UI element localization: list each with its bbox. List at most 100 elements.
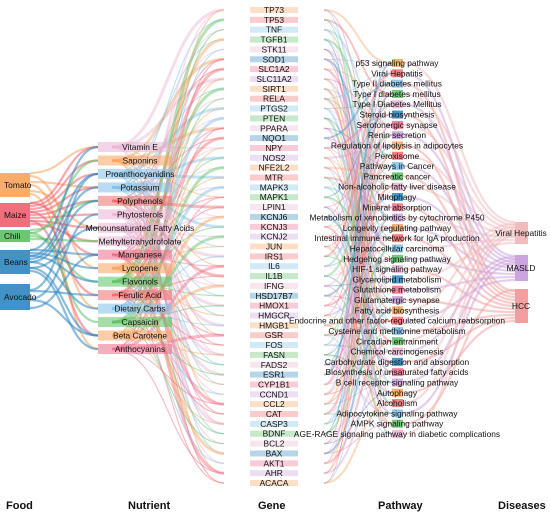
nutrient-label-manganese: Manganese xyxy=(118,250,162,260)
link-pathway-disease xyxy=(402,288,516,425)
link-food-nutrient xyxy=(29,253,99,310)
sankey-nodes xyxy=(0,7,528,486)
gene-node-hmgcr xyxy=(250,312,298,319)
nutrient-label-potassium: Potassium xyxy=(120,182,159,192)
gene-label-mapk1: MAPK1 xyxy=(260,192,289,202)
nutrient-node-dietary-carbs xyxy=(98,303,172,314)
nutrient-label-anthocyanins: Anthocyanins xyxy=(115,344,165,354)
link-gene-pathway xyxy=(323,68,393,250)
pathway-label-pancreatic-cancer: Pancreatic cancer xyxy=(363,171,430,181)
gene-label-tnf: TNF xyxy=(266,25,282,35)
link-gene-pathway xyxy=(323,340,393,465)
link-gene-pathway xyxy=(323,108,393,219)
link-gene-pathway xyxy=(323,177,393,322)
nutrient-node-polyphenols xyxy=(98,195,172,206)
pathway-node-adipocytokine-signaling-pathway xyxy=(392,409,403,418)
link-gene-pathway xyxy=(323,319,393,337)
link-gene-pathway xyxy=(323,78,393,394)
gene-label-bdnf: BDNF xyxy=(263,429,286,439)
link-gene-pathway xyxy=(323,147,393,342)
pathway-label-age-rage-signaling-pathway-in-diabetic-complications: AGE-RAGE signaling pathway in diabetic c… xyxy=(294,429,500,439)
link-gene-pathway xyxy=(323,123,393,396)
gene-label-il1b: IL1B xyxy=(265,271,283,281)
nutrient-node-proanthocyanidins xyxy=(98,168,172,179)
gene-node-ptgs2 xyxy=(250,105,298,112)
link-gene-pathway xyxy=(323,144,393,366)
gene-label-ahr: AHR xyxy=(265,468,283,478)
pathway-node-mitophagy xyxy=(392,192,403,201)
pathway-node-type-i-diabetes-mellitus xyxy=(392,100,403,109)
pathway-label-cysteine-and-methionine-metabolism: Cysteine and methionine metabolism xyxy=(328,326,465,336)
link-food-nutrient xyxy=(29,251,99,270)
link-nutrient-gene xyxy=(111,186,225,366)
nutrient-node-manganese xyxy=(98,249,172,260)
link-gene-pathway xyxy=(323,195,393,297)
link-gene-pathway xyxy=(323,82,393,140)
link-gene-pathway xyxy=(323,72,393,464)
pathway-label-metabolism-of-xenobiotics-by-cytochrome-p450: Metabolism of xenobiotics by cytochrome … xyxy=(309,213,484,223)
gene-label-cat: CAT xyxy=(266,409,282,419)
gene-node-slc11a2 xyxy=(250,75,298,82)
link-gene-pathway xyxy=(323,154,393,406)
link-gene-pathway xyxy=(323,93,393,228)
link-gene-pathway xyxy=(323,39,393,383)
link-gene-pathway xyxy=(323,48,393,188)
gene-node-irs1 xyxy=(250,253,298,260)
link-gene-pathway xyxy=(323,62,393,425)
link-gene-pathway xyxy=(323,361,393,435)
link-gene-pathway xyxy=(323,237,393,395)
link-nutrient-gene xyxy=(111,159,225,336)
pathway-node-autophagy xyxy=(392,388,403,397)
gene-label-pten: PTEN xyxy=(263,113,285,123)
link-gene-pathway xyxy=(323,127,393,167)
link-gene-pathway xyxy=(323,206,393,385)
food-label-chili: Chili xyxy=(4,231,20,241)
link-gene-pathway xyxy=(323,114,393,198)
gene-node-gsr xyxy=(250,332,298,339)
link-gene-pathway xyxy=(323,247,393,435)
link-gene-pathway xyxy=(323,216,393,425)
link-pathway-disease xyxy=(402,206,516,305)
link-nutrient-gene xyxy=(111,157,225,283)
link-pathway-disease xyxy=(402,225,516,343)
link-gene-pathway xyxy=(323,363,393,415)
pathway-label-hif-1-signaling-pathway: HIF-1 signaling pathway xyxy=(352,264,443,274)
food-node-chili xyxy=(0,230,30,242)
gene-node-mapk1 xyxy=(250,194,298,201)
gene-label-sod1: SOD1 xyxy=(263,54,286,64)
nutrient-label-capsaicin: Capsaicin xyxy=(122,317,159,327)
gene-node-nos2 xyxy=(250,154,298,161)
gene-node-hmox1 xyxy=(250,302,298,309)
link-pathway-disease xyxy=(402,238,516,250)
link-gene-pathway xyxy=(323,134,393,278)
pathway-label-type-ii-diabetes-mellitus: Type II diabetes mellitus xyxy=(352,79,442,89)
pathway-node-fatty-acid-biosynthesis xyxy=(392,306,403,315)
gene-label-ccl2: CCL2 xyxy=(263,399,285,409)
nutrient-label-dietary-carbs: Dietary Carbs xyxy=(114,304,165,314)
link-gene-pathway xyxy=(323,68,393,95)
pathway-node-cysteine-and-methionine-metabolism xyxy=(392,326,403,335)
link-gene-pathway xyxy=(323,39,393,270)
link-gene-pathway xyxy=(323,295,393,425)
gene-node-nqo1 xyxy=(250,135,298,142)
pathway-label-renin-secretion: Renin secretion xyxy=(368,130,427,140)
link-gene-pathway xyxy=(323,9,393,64)
link-food-nutrient xyxy=(29,210,99,297)
link-gene-pathway xyxy=(323,103,393,110)
nutrient-node-capsaicin xyxy=(98,317,172,328)
pathway-label-hedgehog-signaling-pathway: Hedgehog signaling pathway xyxy=(343,254,451,264)
pathway-label-intestinal-immune-network-for-iga-production: Intestinal immune network for IgA produc… xyxy=(314,233,480,243)
pathway-label-circadian-entrainment: Circadian entrainment xyxy=(356,336,439,346)
pathway-label-serotonergic-synapse: Serotonergic synapse xyxy=(356,120,437,130)
gene-node-lpin1 xyxy=(250,204,298,211)
link-gene-pathway xyxy=(323,175,393,376)
link-nutrient-gene xyxy=(111,308,225,464)
link-gene-pathway xyxy=(323,28,393,126)
pathway-label-non-alcoholic-fatty-liver-disease: Non-alcoholic fatty liver disease xyxy=(338,182,456,192)
food-label-avocado: Avocado xyxy=(4,292,37,302)
column-header-food: Food xyxy=(6,500,33,512)
link-pathway-disease xyxy=(402,231,516,405)
link-gene-pathway xyxy=(323,134,393,326)
gene-label-kcnj3: KCNJ3 xyxy=(261,222,288,232)
